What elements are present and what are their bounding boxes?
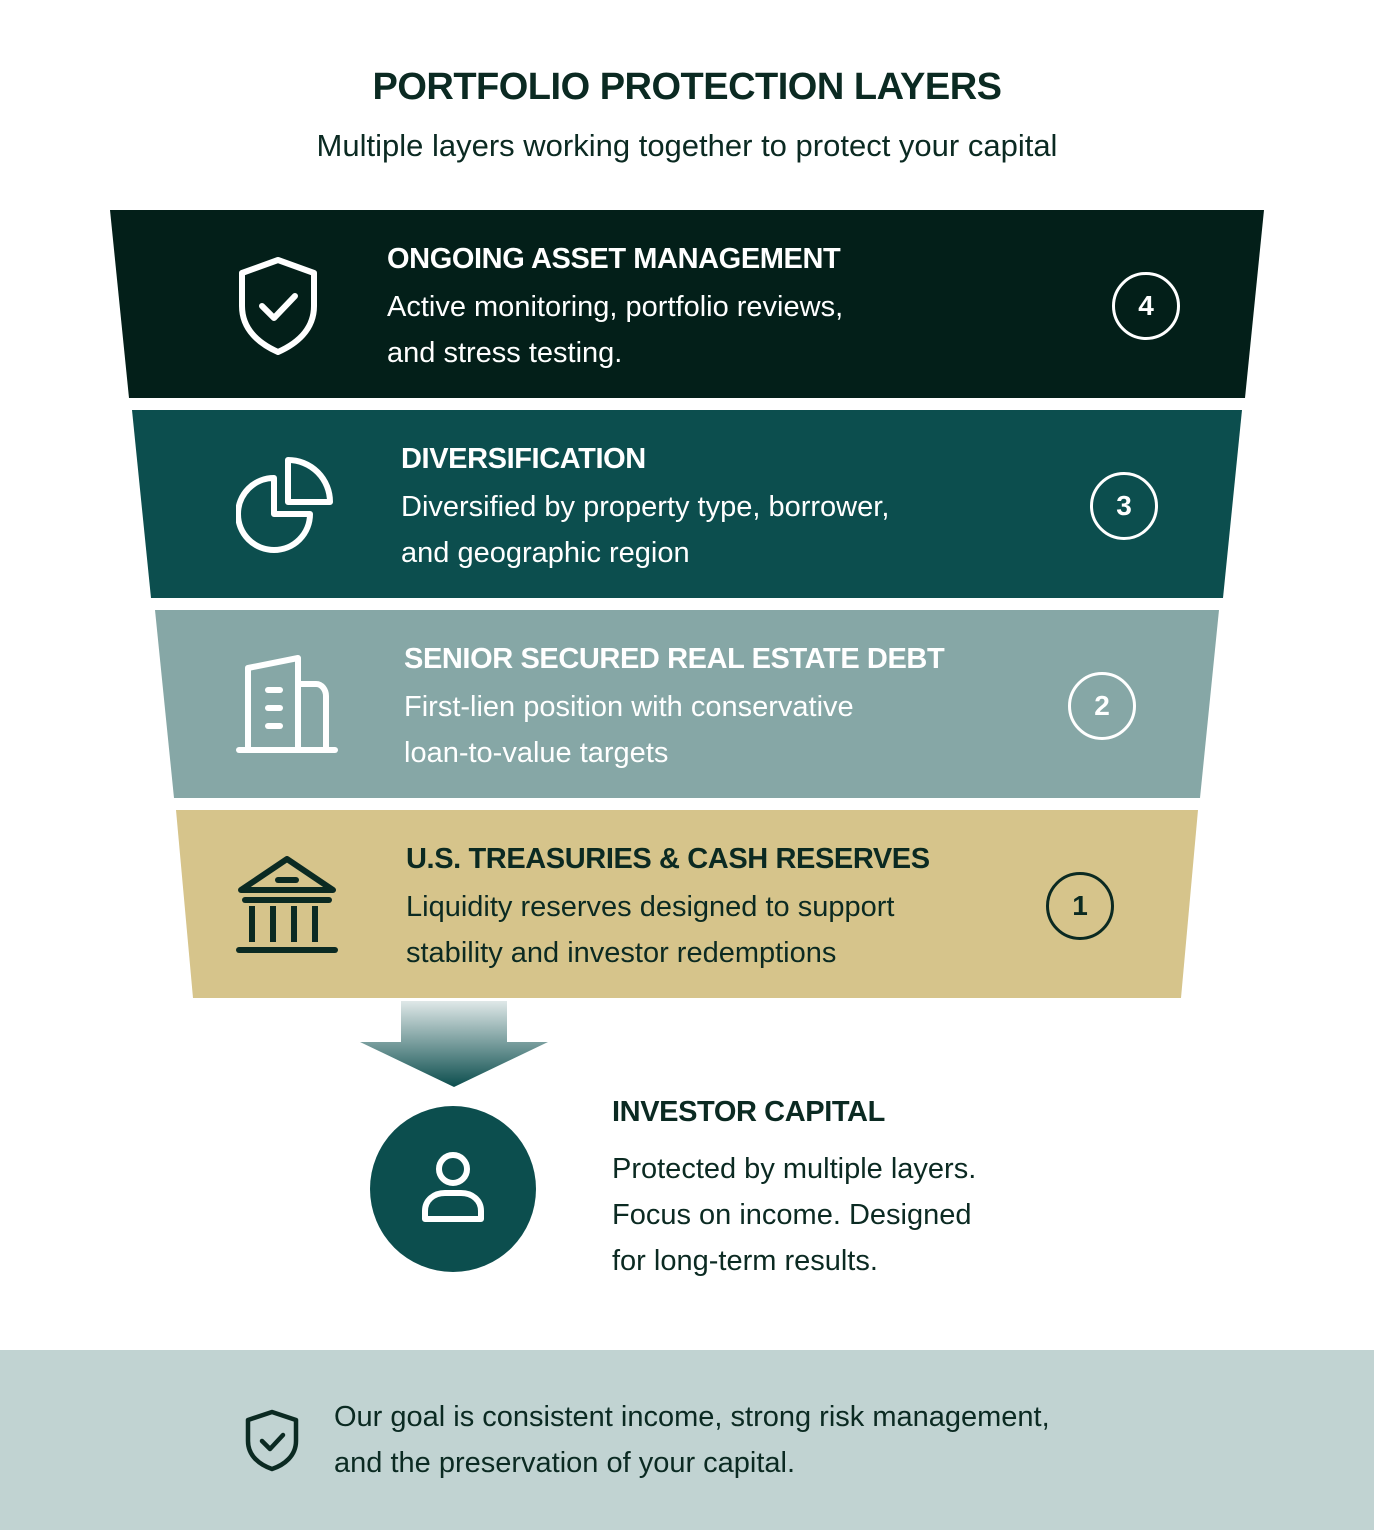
shield-check-icon <box>239 257 317 355</box>
footer-text-line: Our goal is consistent income, strong ri… <box>334 1401 1050 1433</box>
layer-band <box>110 210 1264 398</box>
investor-avatar <box>370 1106 536 1272</box>
footer-banner: Our goal is consistent income, strong ri… <box>0 1350 1374 1530</box>
pie-chart-icon <box>236 457 333 553</box>
shield-check-icon <box>245 1409 299 1472</box>
layer-number-badge: 4 <box>1112 272 1180 340</box>
footer-text-line: and the preservation of your capital. <box>334 1447 796 1479</box>
layer-number-badge: 3 <box>1090 472 1158 540</box>
layer-description-line: Liquidity reserves designed to support <box>406 891 895 923</box>
bank-icon <box>236 856 338 953</box>
layer-description-line: Active monitoring, portfolio reviews, <box>387 291 844 323</box>
capital-description-line: Focus on income. Designed <box>612 1199 972 1231</box>
layer-band <box>155 610 1219 798</box>
layer-description-line: stability and investor redemptions <box>406 937 837 969</box>
layer-number-badge: 2 <box>1068 672 1136 740</box>
layer-description-line: and geographic region <box>401 537 690 569</box>
layer-description-line: loan-to-value targets <box>404 737 669 769</box>
layer-band <box>176 810 1198 998</box>
layer-number-badge: 1 <box>1046 872 1114 940</box>
layer-diversification: DIVERSIFICATION Diversified by property … <box>0 410 1374 598</box>
capital-description: Protected by multiple layers. Focus on i… <box>612 1146 1072 1284</box>
layer-asset-management: ONGOING ASSET MANAGEMENT Active monitori… <box>0 210 1374 398</box>
building-icon <box>236 655 338 753</box>
layer-title: SENIOR SECURED REAL ESTATE DEBT <box>404 643 945 675</box>
layer-description-line: and stress testing. <box>387 337 623 369</box>
footer-text: Our goal is consistent income, strong ri… <box>334 1394 1174 1486</box>
layer-title: ONGOING ASSET MANAGEMENT <box>387 243 841 275</box>
page-title: PORTFOLIO PROTECTION LAYERS <box>372 66 1002 108</box>
layer-band <box>132 410 1242 598</box>
capital-description-line: for long-term results. <box>612 1245 878 1277</box>
layer-description-line: First-lien position with conservative <box>404 691 854 723</box>
layer-senior-secured-debt: SENIOR SECURED REAL ESTATE DEBT First-li… <box>0 610 1374 798</box>
layer-description-line: Diversified by property type, borrower, <box>401 491 890 523</box>
person-icon <box>422 1152 484 1222</box>
capital-title: INVESTOR CAPITAL <box>612 1096 885 1128</box>
layer-treasuries-cash: U.S. TREASURIES & CASH RESERVES Liquidit… <box>0 810 1374 998</box>
down-arrow-icon <box>360 1001 548 1087</box>
layer-title: U.S. TREASURIES & CASH RESERVES <box>406 843 930 875</box>
layer-title: DIVERSIFICATION <box>401 443 646 475</box>
page-subtitle: Multiple layers working together to prot… <box>316 128 1058 163</box>
capital-description-line: Protected by multiple layers. <box>612 1153 977 1185</box>
